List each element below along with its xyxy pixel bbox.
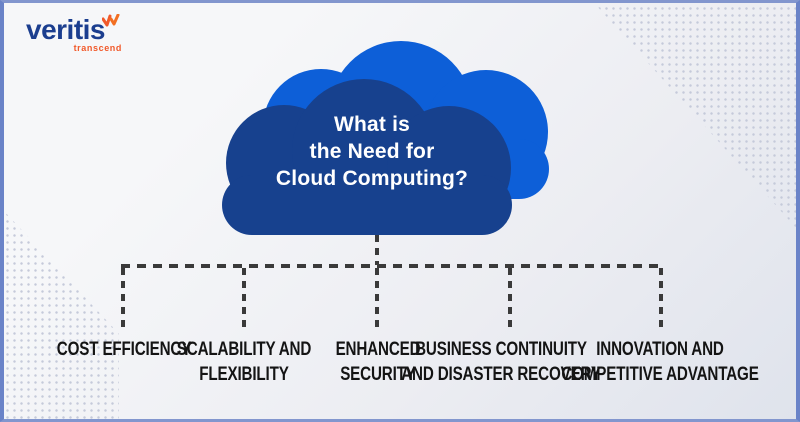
connector-drop-cost-efficiency [121, 268, 125, 331]
branch-label-text: COST EFFICIENCY [56, 339, 192, 360]
branch-label-innovation-advantage: INNOVATION AND COMPETITIVE ADVANTAGE [561, 337, 796, 387]
cloud-front-shape [222, 79, 512, 235]
logo-swoosh-icon [102, 14, 120, 27]
branch-label-business-continuity: BUSINESS CONTINUITY AND DISASTER RECOVER… [401, 337, 751, 387]
connector-drop-scalability [242, 268, 246, 331]
cloud-title-line-1: What is [333, 113, 411, 136]
logo-tagline: transcend [73, 43, 122, 53]
cloud-title: What is the Need for Cloud Computing? [276, 111, 468, 192]
cloud-title-line-2: the Need for [309, 140, 435, 163]
cloud-title-line-3: Cloud Computing? [275, 167, 469, 190]
branch-label-scalability-flexibility: SCALABILITY AND FLEXIBILITY [177, 337, 412, 387]
logo-wordmark: veritis [26, 14, 106, 45]
branch-label-text: SCALABILITY AND FLEXIBILITY [176, 339, 312, 385]
connector-horizontal-line [121, 264, 664, 268]
branch-label-text: BUSINESS CONTINUITY AND DISASTER RECOVER… [401, 339, 601, 385]
connector-drop-security [375, 268, 379, 331]
logo-brand-row: veritis [26, 14, 126, 46]
connector-drop-business-continuity [508, 268, 512, 331]
branch-label-cost-efficiency: COST EFFICIENCY [57, 337, 292, 362]
branch-label-text: ENHANCED SECURITY [335, 339, 421, 385]
branch-label-text: INNOVATION AND COMPETITIVE ADVANTAGE [561, 339, 759, 385]
branch-label-enhanced-security: ENHANCED SECURITY [336, 337, 484, 387]
cloud-graphic [222, 41, 549, 235]
connector-stem [375, 235, 379, 265]
veritis-logo: veritis transcend [26, 14, 126, 53]
connector-drop-innovation [659, 268, 663, 331]
